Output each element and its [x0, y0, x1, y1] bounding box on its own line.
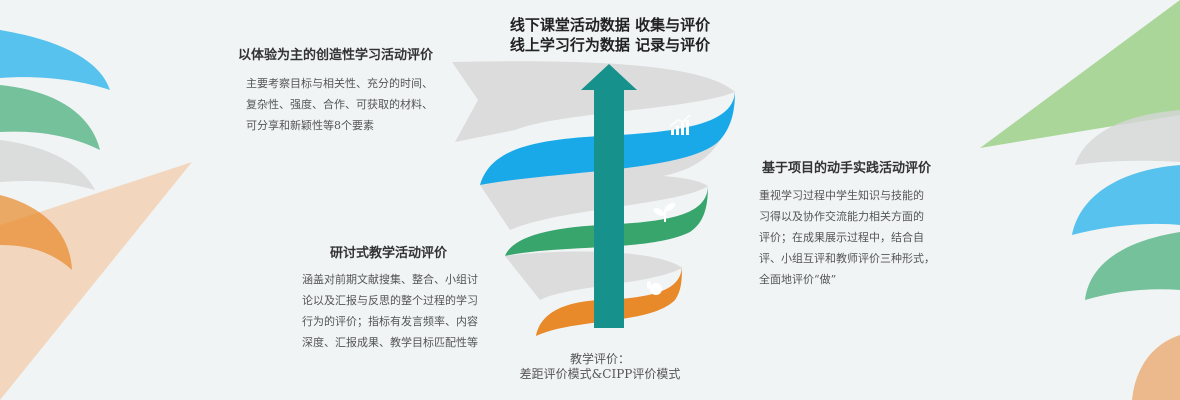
top-caption-line2: 线上学习行为数据 记录与评价: [509, 36, 711, 54]
left-green-ribbon: [0, 85, 100, 150]
block-line: 涵盖对前期文献搜集、整合、小组讨: [302, 273, 478, 286]
block-line: 可分享和新颖性等8个要素: [246, 119, 374, 132]
green-ribbon: [505, 185, 708, 256]
block-title: 基于项目的动手实践活动评价: [762, 161, 932, 176]
block-line: 行为的评价；指标有发言频率、内容: [302, 315, 478, 328]
right-orange-ribbon: [1132, 335, 1180, 400]
right-green-ribbon: [1085, 232, 1180, 300]
block-line: 重视学习过程中学生知识与技能的: [759, 189, 924, 202]
block-title: 研讨式教学活动评价: [330, 246, 448, 261]
block-line: 全面地评价“做”: [759, 273, 837, 286]
hand-icon: [647, 281, 662, 295]
left-orange-ribbon: [0, 195, 72, 270]
top-caption-line1: 线下课堂活动数据 收集与评价: [509, 16, 711, 34]
block-line: 评、小组互评和教师评价三种形式，: [759, 252, 935, 265]
block-line: 论以及汇报与反思的整个过程的学习: [302, 294, 478, 307]
block-project-evaluation: 基于项目的动手实践活动评价 重视学习过程中学生知识与技能的 习得以及协作交流能力…: [759, 157, 962, 290]
block-title: 以体验为主的创造性学习活动评价: [238, 48, 434, 63]
bottom-caption-line1: 教学评价：: [569, 352, 630, 366]
grey-ribbon-top: [452, 61, 735, 142]
chart-growth-icon: [669, 114, 691, 135]
left-blue-ribbon: [0, 30, 110, 90]
right-blue-ribbon: [1072, 165, 1180, 235]
arrow-head: [581, 64, 637, 90]
block-line: 复杂性、强度、合作、可获取的材料、: [246, 98, 433, 111]
block-line: 主要考察目标与相关性、充分的时间、: [246, 77, 433, 90]
bottom-caption: 教学评价： 差距评价模式&CIPP评价模式: [490, 352, 710, 382]
right-grey-ribbon: [1075, 110, 1180, 165]
block-seminar-evaluation: 研讨式教学活动评价 涵盖对前期文献搜集、整合、小组讨 论以及汇报与反思的整个过程…: [302, 242, 512, 353]
block-line: 深度、汇报成果、教学目标匹配性等: [302, 336, 478, 349]
green-triangle: [980, 0, 1180, 148]
bottom-caption-line2: 差距评价模式&CIPP评价模式: [519, 367, 681, 381]
top-caption: 线下课堂活动数据 收集与评价 线上学习行为数据 记录与评价: [470, 15, 750, 55]
arrow-shaft: [594, 88, 624, 328]
grey-ribbon-3: [505, 251, 682, 300]
block-line: 习得以及协作交流能力相关方面的: [759, 210, 924, 223]
block-creative-evaluation: 以体验为主的创造性学习活动评价 主要考察目标与相关性、充分的时间、 复杂性、强度…: [238, 44, 468, 136]
block-line: 评价；在成果展示过程中，结合自: [759, 231, 924, 244]
peach-triangle: [0, 162, 192, 400]
left-grey-ribbon: [0, 140, 95, 190]
sprout-icon: [653, 202, 676, 222]
